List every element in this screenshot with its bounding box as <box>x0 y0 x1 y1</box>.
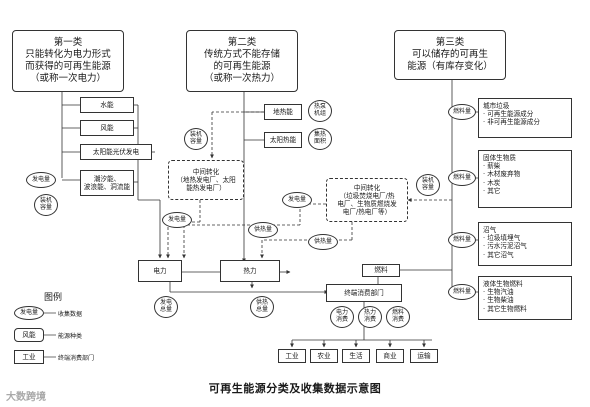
legend-desc-data: 收集数据 <box>58 311 83 318</box>
cat3-item-msw-title: 城市垃圾 <box>483 102 510 110</box>
legend-desc-energy: 能源种类 <box>58 333 83 340</box>
right-conversion-body: （垃圾焚烧电厂/热 电厂、生物质燃烧发 电厂/热电厂等） <box>337 191 397 217</box>
diagram-caption: 可再生能源分类及收集数据示意图 <box>208 382 382 395</box>
cat3-item-liquid-biofuel-title: 液体生物燃料 <box>483 280 523 288</box>
category-2-box: 第二类传统方式不能存储 的可再生能源 （或称一次热力） <box>186 30 298 92</box>
oval-power-consumption: 电力 消费 <box>330 306 354 328</box>
right-conversion-box: 中间转化（垃圾焚烧电厂/热 电厂、生物质燃烧发 电厂/热电厂等） <box>326 178 408 222</box>
sector-commercial: 商业 <box>376 349 404 363</box>
cat1-item-solar-pv: 太阳能光伏发电 <box>80 144 152 160</box>
cat3-item-msw: 城市垃圾· 可再生能源成分 · 非可再生能源成分 <box>478 98 572 138</box>
legend-title: 图例 <box>44 293 63 303</box>
category-1-box: 第一类只能转化为电力形式 而获得的可再生能源 （或称一次电力） <box>12 30 124 92</box>
category-1-title: 第一类 <box>53 37 83 49</box>
cat3-item-biogas-title: 沼气 <box>483 226 497 234</box>
cat2-item-geothermal: 地热能 <box>264 104 302 120</box>
cat3-item-solid-biomass: 固体生物质· 薪柴 · 木材废弃物 · 木炭 · 其它 <box>478 150 572 208</box>
oval-generation-left: 发电量 <box>26 172 56 188</box>
right-conversion-title: 中间转化 <box>353 183 381 192</box>
legend-desc-sector: 终端消费部门 <box>58 355 95 362</box>
cat1-item-wind: 风能 <box>80 120 134 136</box>
oval-collector-area: 集热 面积 <box>308 128 332 150</box>
oval-generation-total: 发电 总量 <box>154 296 178 318</box>
category-3-body: 可以储存的可再生 能源（有库存变化） <box>407 49 493 72</box>
oval-generation-mid2: 发电量 <box>162 212 192 228</box>
sector-agriculture: 农业 <box>310 349 338 363</box>
mid-conversion-title: 中间转化 <box>192 167 220 176</box>
category-3-box: 第三类可以储存的可再生 能源（有库存变化） <box>394 30 506 80</box>
sector-industry: 工业 <box>278 349 306 363</box>
oval-heat-total: 供热 总量 <box>250 296 274 318</box>
cat1-item-hydro: 水能 <box>80 97 134 113</box>
cat3-item-msw-lines: · 可再生能源成分 · 非可再生能源成分 <box>483 110 540 127</box>
mid-conversion-box: 中间转化（地热发电厂、太阳 能热发电厂） <box>168 160 244 200</box>
oval-heat-supply-right: 供热量 <box>308 234 338 250</box>
legend-sample-box: 风能 <box>14 328 44 342</box>
category-2-title: 第二类 <box>227 37 257 49</box>
oval-heat-pump: 热泵 机组 <box>308 100 332 122</box>
category-1-body: 只能转化为电力形式 而获得的可再生能源 （或称一次电力） <box>25 49 111 84</box>
cat3-item-solid-biomass-title: 固体生物质 <box>483 154 516 162</box>
terminal-consumption-box: 终端消费部门 <box>326 284 402 302</box>
watermark-logo: 大数跨境 <box>6 392 46 403</box>
legend-sample-oval: 发电量 <box>14 306 44 320</box>
oval-heat-supply-mid: 供热量 <box>248 222 278 238</box>
cat3-item-biogas: 沼气· 垃圾填埋气 · 污水污泥沼气 · 其它沼气 <box>478 222 572 266</box>
cat3-item-solid-biomass-lines: · 薪柴 · 木材废弃物 · 木炭 · 其它 <box>483 162 521 195</box>
oval-fuel-4: 燃料量 <box>448 284 476 300</box>
oval-heat-consumption: 热力 消费 <box>358 306 382 328</box>
fuel-box: 燃料 <box>362 264 400 277</box>
cat3-item-liquid-biofuel: 液体生物燃料· 生物汽油 · 生物柴油 · 其它生物燃料 <box>478 276 572 320</box>
heat-box: 热力 <box>220 260 280 282</box>
cat2-item-solar-thermal: 太阳热能 <box>264 132 302 148</box>
mid-conversion-body: （地热发电厂、太阳 能热发电厂） <box>176 175 236 193</box>
sector-residential: 生活 <box>342 349 370 363</box>
legend-sample-sector: 工业 <box>14 350 44 364</box>
oval-generation-mid: 发电量 <box>282 192 312 208</box>
oval-installed-capacity-mid: 装机 容量 <box>184 128 208 150</box>
cat3-item-liquid-biofuel-lines: · 生物汽油 · 生物柴油 · 其它生物燃料 <box>483 288 527 313</box>
oval-fuel-1: 燃料量 <box>448 104 476 120</box>
category-2-body: 传统方式不能存储 的可再生能源 （或称一次热力） <box>203 49 280 84</box>
oval-installed-capacity-right: 装机 容量 <box>416 174 440 196</box>
oval-installed-capacity-left: 装机 容量 <box>34 194 58 216</box>
cat1-item-tidal-wave: 潮汐能、 波浪能、洞流能 <box>80 170 134 196</box>
oval-fuel-consumption: 燃料 消费 <box>386 306 410 328</box>
category-3-title: 第三类 <box>435 37 465 49</box>
sector-transport: 运输 <box>410 349 438 363</box>
oval-fuel-2: 燃料量 <box>448 170 476 186</box>
oval-fuel-3: 燃料量 <box>448 232 476 248</box>
power-box: 电力 <box>138 260 182 282</box>
cat3-item-biogas-lines: · 垃圾填埋气 · 污水污泥沼气 · 其它沼气 <box>483 234 527 259</box>
